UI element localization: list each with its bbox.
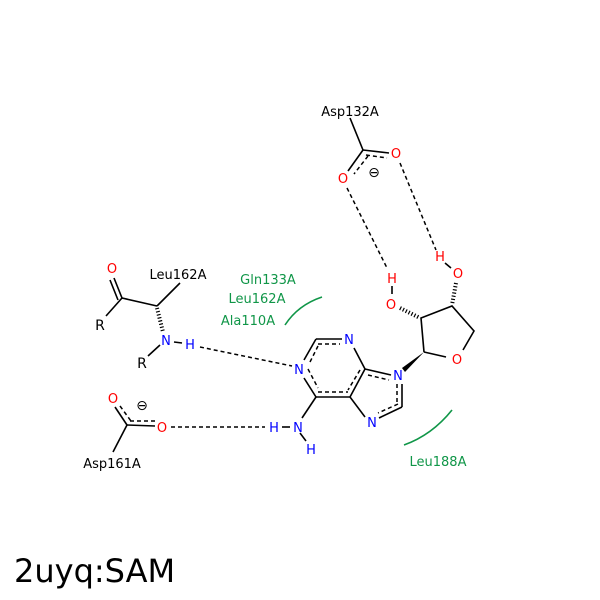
nitrogen-atom: N [393,369,403,384]
hydrogen-bond [399,162,437,251]
hydrophobic-residue-label: Ala110A [221,314,275,329]
oxygen-atom: O [386,298,396,313]
oxygen-atom: O [338,172,348,187]
hydrogen-bond [199,346,293,367]
nitrogen-atom: N [293,421,303,436]
oxygen-atom: O [391,147,401,162]
hydrophobic-residue-label: Gln133A [240,273,296,288]
hydrogen-atom: H [387,272,397,287]
oxygen-atom: O [157,421,167,436]
hydrogen-atom: H [185,338,195,353]
r-group: R [95,318,105,334]
hydrogen-atom: H [269,421,279,436]
oxygen-atom: O [108,392,118,407]
hydrophobic-residue-label: Leu162A [229,292,286,307]
oxygen-atom: O [107,262,117,277]
negative-charge-icon: ⊖ [136,398,148,414]
leu162-label: Leu162A [150,268,207,283]
hydrophobic-contact-arc [403,409,453,446]
asp161-label: Asp161A [83,457,141,472]
oxygen-atom: O [453,267,463,282]
oxygen-atom: O [452,353,462,368]
hydrophobic-residue-label: Leu188A [410,455,467,470]
negative-charge-icon: ⊖ [368,165,380,181]
nitrogen-atom: N [367,416,377,431]
nitrogen-atom: N [344,333,354,348]
hydrogen-atom: H [435,250,445,265]
r-group: R [137,356,147,372]
hydrogen-bond [346,187,388,269]
nitrogen-atom: N [161,334,171,349]
asp132-residue: Asp132A O O ⊖ [321,105,401,187]
hydrogen-atom: H [306,443,316,458]
asp161-residue: O O ⊖ Asp161A [83,392,167,472]
adenine-ring: N N N N N H H [269,333,403,458]
diagram-title: 2uyq:SAM [14,552,176,590]
asp132-label: Asp132A [321,105,379,120]
nitrogen-atom: N [294,363,304,378]
leu162-residue: O Leu162A R N H R [95,262,206,372]
ribose-ring: H O H O O [386,250,475,372]
hydrophobic-contact-arc [284,296,323,326]
